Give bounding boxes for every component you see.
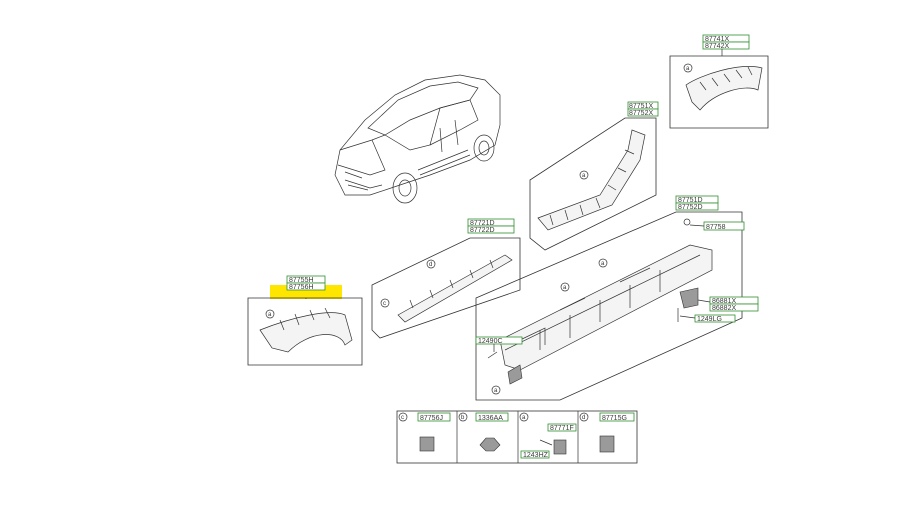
reference-letter-circle — [491, 385, 501, 395]
reference-letter: a — [494, 388, 498, 394]
callout-clip-87758: 87758 — [683, 218, 745, 231]
legend-part-icon — [419, 436, 435, 452]
part-label-box[interactable] — [702, 41, 750, 50]
callout-side-sill-main: 87751D 87752D a a a — [475, 195, 743, 401]
part-label[interactable]: 12490C — [478, 338, 503, 345]
part-label[interactable]: 86881X — [712, 298, 736, 305]
callout-bracket-86881: 86881X 86882X — [697, 296, 759, 312]
part-label[interactable]: 86882X — [712, 305, 736, 312]
part-label-box[interactable] — [709, 303, 759, 312]
reference-letter: c — [383, 301, 386, 307]
legend-letter-circle — [579, 412, 589, 422]
reference-letter-circle — [380, 298, 390, 308]
reference-letter: d — [429, 262, 432, 268]
clip-part — [683, 218, 691, 226]
part-label-box[interactable] — [475, 336, 523, 345]
legend-letter: a — [522, 415, 526, 421]
reference-letter-circle — [426, 259, 436, 269]
reference-letter-circle — [560, 282, 570, 292]
callout-wheel-arch-front: 87741X 87742X a — [669, 34, 769, 129]
legend-part-icon — [599, 435, 615, 453]
part-label[interactable]: 1243HZ — [523, 452, 549, 459]
reference-letter: a — [268, 312, 272, 318]
callout-screw-12490c: 12490C — [475, 336, 523, 359]
legend-part-icon — [553, 439, 567, 455]
part-label[interactable]: 87752D — [678, 204, 703, 211]
part-label[interactable]: 87751D — [678, 197, 703, 204]
callout-wheel-arch-rear: 87755H 87756H a — [247, 275, 363, 366]
part-label[interactable]: 87771F — [550, 425, 574, 432]
legend-part-icon — [479, 437, 501, 452]
part-label-box[interactable] — [675, 202, 719, 211]
part-label-box[interactable] — [417, 412, 451, 422]
part-label-box[interactable] — [599, 412, 635, 422]
part-label[interactable]: 87722D — [470, 227, 495, 234]
reference-letter: a — [582, 173, 586, 179]
part-label[interactable]: 87756J — [420, 415, 443, 422]
part-label-box[interactable] — [694, 314, 736, 323]
part-label[interactable]: 87756H — [289, 284, 314, 291]
part-label[interactable]: 87751X — [629, 103, 653, 110]
callout-door-garnish: 87721D 87722D d c — [371, 218, 521, 339]
part-label[interactable]: 87721D — [470, 220, 495, 227]
legend-letter-circle — [519, 412, 529, 422]
callout-screw-1249lg: 1249LG — [677, 308, 736, 323]
legend-letter: d — [582, 415, 585, 421]
part-label[interactable]: 87715G — [602, 415, 627, 422]
legend-table: c 87756J b 1336AA a 87771F 1243HZ d 8771… — [396, 410, 638, 464]
reference-letter: a — [601, 261, 605, 267]
legend-letter: c — [401, 415, 404, 421]
reference-letter-circle — [598, 258, 608, 268]
part-label[interactable]: 87741X — [705, 36, 729, 43]
part-label-box[interactable] — [475, 412, 509, 422]
reference-letter-circle — [579, 170, 589, 180]
part-label[interactable]: 1336AA — [478, 415, 503, 422]
part-label[interactable]: 87758 — [706, 224, 726, 231]
part-label-box[interactable] — [286, 282, 326, 291]
part-label[interactable]: 87755H — [289, 277, 314, 284]
legend-letter-circle — [458, 412, 468, 422]
reference-letter-circle — [683, 63, 693, 73]
reference-letter-circle — [265, 309, 275, 319]
vehicle-illustration — [334, 74, 501, 204]
part-label-box[interactable] — [547, 423, 577, 432]
reference-letter: a — [686, 66, 690, 72]
legend-letter: b — [461, 415, 465, 421]
part-label[interactable]: 87752X — [629, 110, 653, 117]
part-label[interactable]: 1249LG — [697, 316, 722, 323]
part-label-box[interactable] — [467, 225, 515, 234]
reference-letter: a — [563, 285, 567, 291]
part-label-box[interactable] — [520, 450, 550, 459]
part-label[interactable]: 87742X — [705, 43, 729, 50]
callout-sill-upper: 87751X 87752X a — [529, 101, 659, 251]
part-label-box[interactable] — [627, 108, 659, 117]
legend-letter-circle — [398, 412, 408, 422]
